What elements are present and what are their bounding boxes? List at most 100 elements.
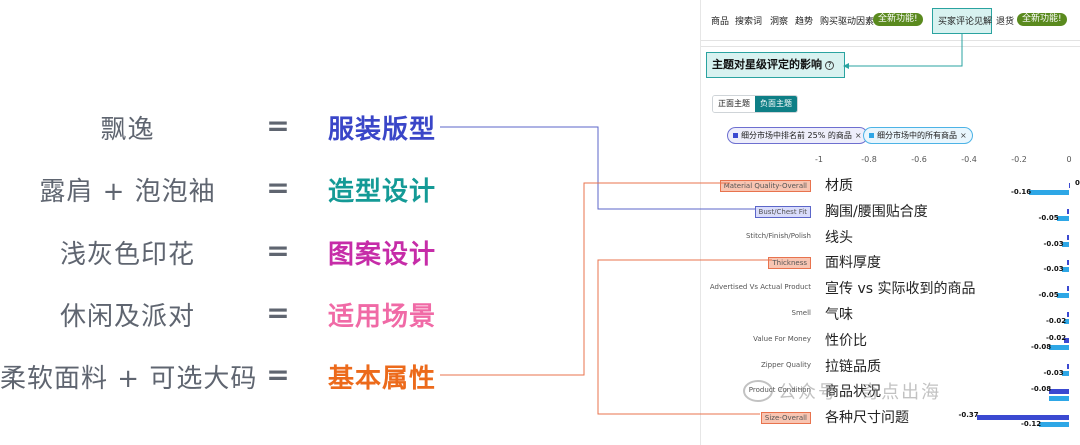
- close-icon[interactable]: ×: [960, 131, 967, 140]
- data-label-all-products: -0.03: [1043, 368, 1064, 377]
- mapping-term: 浅灰色印花: [59, 240, 195, 270]
- bar-top25[interactable]: [1066, 260, 1069, 266]
- data-label-all-products: -0.03: [1043, 239, 1064, 248]
- bar-top25[interactable]: [1066, 234, 1069, 240]
- chip-label: 细分市场中的所有商品: [877, 131, 957, 140]
- tab-bar: 商品 搜索词 洞察 趋势 购买驱动因素 全新功能! 买家评论见解 退货 全新功能…: [701, 0, 1080, 40]
- mapping-term: 露肩 + 泡泡袖: [39, 177, 216, 207]
- question-icon[interactable]: ?: [825, 60, 834, 70]
- filter-chip-all[interactable]: 细分市场中的所有商品×: [863, 127, 973, 144]
- bar-all-products[interactable]: [1064, 319, 1069, 324]
- theme-toggle[interactable]: 正面主题 负面主题: [712, 95, 798, 113]
- axis-tick-label: -0.8: [861, 155, 877, 164]
- tab-divider: [701, 40, 1080, 41]
- tab-insights[interactable]: 洞察: [770, 17, 789, 27]
- tab-products[interactable]: 商品: [711, 17, 730, 27]
- mapping-attribute: 服装版型: [328, 115, 437, 145]
- axis-tick-label: -0.2: [1011, 155, 1027, 164]
- series-swatch: [869, 133, 874, 138]
- bar-top25[interactable]: [1069, 183, 1070, 188]
- close-icon[interactable]: ×: [854, 131, 862, 140]
- mapping-term: 柔软面料 + 可选大码: [0, 364, 258, 394]
- bar-all-products[interactable]: [1056, 293, 1069, 299]
- bar-all-products[interactable]: [1061, 241, 1069, 247]
- category-label-zh: 性价比: [825, 332, 867, 349]
- bar-top25[interactable]: [1066, 286, 1069, 292]
- category-label: Stitch/Finish/Polish: [745, 231, 811, 240]
- bar-all-products[interactable]: [1061, 370, 1069, 376]
- wechat-icon: [743, 380, 773, 402]
- bar-all-products[interactable]: [1061, 267, 1069, 273]
- category-label-zh: 拉链品质: [825, 358, 881, 375]
- mapping-row: 飘逸 = 服装版型: [0, 109, 440, 149]
- new-feature-badge: 全新功能!: [873, 13, 923, 26]
- mapping-attribute: 图案设计: [328, 240, 437, 270]
- bar-top25[interactable]: [976, 415, 1069, 421]
- mapping-row: 露肩 + 泡泡袖 = 造型设计: [0, 171, 440, 211]
- connector-attr-to-material: [440, 182, 730, 376]
- mapping-row: 柔软面料 + 可选大码 = 基本属性: [0, 358, 440, 398]
- category-label-zh: 线头: [825, 229, 853, 246]
- data-label-all-products: -0.02: [1046, 317, 1067, 325]
- series-swatch: [733, 133, 738, 138]
- negative-theme-button[interactable]: 负面主题: [755, 96, 797, 112]
- category-label: Material Quality-Overall: [719, 180, 811, 192]
- bar-all-products[interactable]: [1056, 215, 1069, 221]
- data-label-all-products: -0.05: [1038, 291, 1059, 300]
- category-label: Smell: [791, 309, 811, 317]
- category-label-zh: 胸围/腰围贴合度: [825, 203, 928, 220]
- bar-all-products[interactable]: [1049, 344, 1069, 350]
- tab-label: 买家评论见解: [938, 17, 993, 27]
- mapping-attribute: 基本属性: [328, 364, 437, 394]
- mapping-attribute: 适用场景: [328, 302, 437, 332]
- tab-trends[interactable]: 趋势: [795, 17, 814, 27]
- axis-tick-label: -0.6: [911, 155, 927, 164]
- data-label-top25: 0: [1075, 179, 1080, 187]
- tab-purchase-drivers[interactable]: 购买驱动因素: [820, 17, 875, 27]
- category-label: Value For Money: [753, 334, 811, 343]
- bar-top25[interactable]: [1064, 337, 1069, 343]
- category-label-zh: 气味: [825, 307, 853, 323]
- category-label-zh: 面料厚度: [825, 255, 881, 272]
- bar-top25[interactable]: [1066, 312, 1069, 317]
- card-title-text: 主题对星级评定的影响: [712, 58, 822, 71]
- tab-returns[interactable]: 退货: [996, 17, 1015, 27]
- positive-theme-button[interactable]: 正面主题: [713, 96, 755, 112]
- equals-sign: =: [266, 234, 290, 267]
- bar-top25[interactable]: [1049, 389, 1069, 395]
- watermark: 公众号 · 奇点出海: [778, 382, 942, 403]
- data-label-all-products: -0.12: [1021, 420, 1042, 429]
- data-label-all-products: -0.16: [1011, 188, 1032, 196]
- data-label-top25: -0.08: [1031, 385, 1052, 394]
- category-label-zh: 材质: [825, 178, 853, 194]
- axis-tick-label: 0: [1066, 155, 1072, 164]
- bar-top25[interactable]: [1066, 363, 1069, 369]
- mapping-row: 休闲及派对 = 适用场景: [0, 296, 440, 336]
- bar-all-products[interactable]: [1049, 396, 1069, 402]
- bar-all-products[interactable]: [1029, 190, 1069, 195]
- chip-label: 细分市场中排名前 25% 的商品: [741, 131, 852, 140]
- data-label-top25: -0.37: [958, 411, 979, 420]
- category-label: Bust/Chest Fit: [754, 205, 811, 218]
- category-label: Zipper Quality: [760, 360, 811, 369]
- category-label: Product Condition: [748, 386, 811, 395]
- category-label: Size-Overall: [760, 412, 811, 425]
- filter-chip-top25[interactable]: 细分市场中排名前 25% 的商品×: [727, 127, 868, 144]
- bar-all-products[interactable]: [1039, 422, 1069, 428]
- mapping-term: 飘逸: [100, 115, 155, 145]
- equals-sign: =: [266, 109, 290, 142]
- mapping-term: 休闲及派对: [59, 302, 195, 332]
- data-label-top25: -0.02: [1046, 333, 1067, 342]
- category-label: Thickness: [768, 257, 811, 270]
- tab-search-terms[interactable]: 搜索词: [735, 17, 763, 27]
- bar-top25[interactable]: [1066, 208, 1069, 214]
- card-title: 主题对星级评定的影响?: [706, 52, 845, 78]
- mapping-row: 浅灰色印花 = 图案设计: [0, 234, 440, 274]
- data-label-all-products: -0.08: [1031, 342, 1052, 351]
- equals-sign: =: [266, 171, 290, 204]
- tab-review-insights[interactable]: 买家评论见解: [932, 8, 992, 34]
- axis-tick-label: -1: [815, 155, 823, 164]
- new-feature-badge: 全新功能!: [1017, 13, 1067, 26]
- category-label: Advertised Vs Actual Product: [709, 283, 811, 292]
- equals-sign: =: [266, 296, 290, 329]
